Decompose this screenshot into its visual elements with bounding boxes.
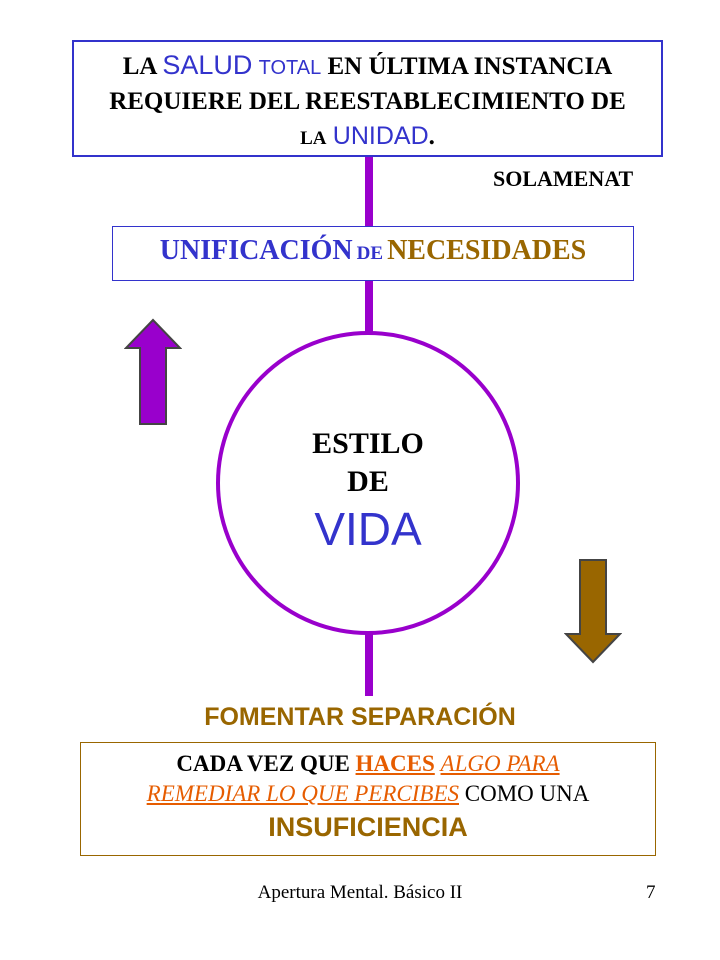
word-necesidades: NECESIDADES — [387, 235, 587, 266]
word-la: LA — [122, 53, 157, 80]
word-total: TOTAL — [258, 57, 322, 79]
word-unidad: UNIDAD — [332, 122, 429, 150]
word-haces: HACES — [355, 751, 435, 776]
circle-line-1: ESTILO — [312, 427, 424, 460]
arrow-down-icon — [564, 559, 622, 664]
period: . — [428, 123, 435, 150]
fomentar-separacion-label: FOMENTAR SEPARACIÓN — [204, 703, 516, 731]
bottom-line-1: CADA VEZ QUE HACES ALGO PARA — [81, 749, 655, 779]
connector-line-bottom — [365, 633, 373, 696]
top-statement-line-2: REQUIERE DEL REESTABLECIMIENTO DE — [109, 88, 626, 115]
word-insuficiencia: INSUFICIENCIA — [268, 812, 468, 842]
word-algo-para: ALGO PARA — [440, 751, 560, 776]
word-salud: SALUD — [162, 50, 253, 80]
bottom-line-2: REMEDIAR LO QUE PERCIBES COMO UNA — [81, 779, 655, 809]
arrow-up-icon — [124, 318, 182, 425]
word-como-una: COMO UNA — [464, 781, 590, 806]
word-remediar: REMEDIAR LO QUE PERCIBES — [146, 781, 459, 806]
needs-box: UNIFICACIÓN DE NECESIDADES — [112, 226, 634, 281]
top-statement-box: LA SALUD TOTAL EN ÚLTIMA INSTANCIA REQUI… — [72, 40, 663, 157]
word-de: DE — [356, 243, 384, 264]
word-unificacion: UNIFICACIÓN — [159, 235, 353, 266]
connector-line-top — [365, 157, 373, 226]
top-line-rest: EN ÚLTIMA INSTANCIA — [327, 53, 613, 80]
source-label: SOLAMENAT — [493, 166, 634, 191]
top-statement-line-1: LA SALUD TOTAL EN ÚLTIMA INSTANCIA — [74, 48, 661, 85]
connector-line-middle — [365, 281, 373, 333]
word-la-2: LA — [300, 128, 327, 149]
word-cada-vez-que: CADA VEZ QUE — [176, 751, 350, 776]
footer-title: Apertura Mental. Básico II — [257, 882, 463, 903]
top-statement-line-3: LA UNIDAD. — [74, 119, 661, 156]
life-style-circle: ESTILO DE VIDA — [216, 331, 520, 635]
page-number: 7 — [646, 882, 656, 903]
insufficiency-box: CADA VEZ QUE HACES ALGO PARA REMEDIAR LO… — [80, 742, 656, 856]
circle-line-2: DE — [347, 465, 389, 498]
circle-line-3: VIDA — [314, 503, 422, 555]
